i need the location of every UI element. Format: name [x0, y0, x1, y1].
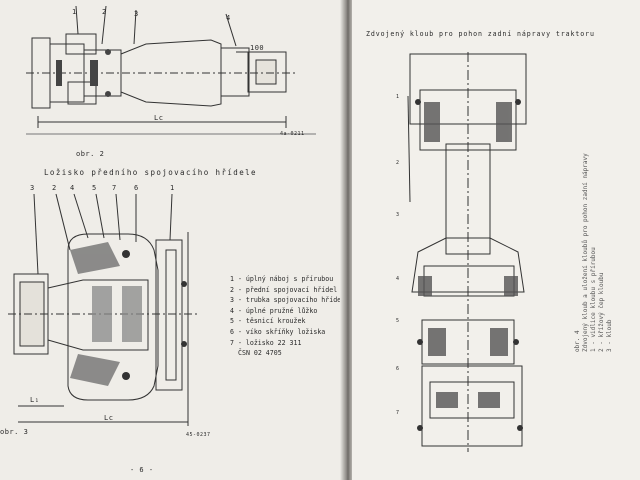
fig3-number-5: 5 — [92, 184, 97, 192]
fig3-dim-lc: Lc — [104, 414, 114, 422]
fig2-caption: obr. 2 — [76, 150, 105, 158]
page-number: - 6 - — [130, 466, 154, 474]
fig2-dim-100: 100 — [250, 44, 265, 52]
fig2-number-4: 4 — [226, 14, 231, 22]
legend-item: ČSN 02 4705 — [238, 349, 282, 358]
rotated-caption-line: 3 - kloub — [606, 319, 613, 352]
fig2-dim-lc: Lc — [154, 114, 164, 122]
legend-item: 1 - úplný náboj s přírubou — [230, 275, 334, 283]
legend-item: 7 - ložisko 22 311 — [230, 338, 302, 347]
fig3-number-1: 1 — [170, 184, 175, 192]
rotated-caption-line: Zdvojený kloub a uložení kloubů pro poho… — [582, 153, 589, 352]
joint-mark-5: 5 — [396, 318, 400, 324]
joint-mark-7: 7 — [396, 410, 400, 416]
right-page-title: Zdvojený kloub pro pohon zadní nápravy t… — [366, 30, 595, 38]
section-title: Ložisko předního spojovacího hřídele — [44, 168, 257, 177]
fig2-code: 4a-0211 — [280, 131, 305, 137]
fig3-number-4: 4 — [70, 184, 75, 192]
rotated-caption: obr. 4 Zdvojený kloub a uložení kloubů p… — [574, 153, 614, 352]
fig2-number-2: 2 — [102, 8, 107, 16]
rotated-caption-line: obr. 4 — [574, 330, 581, 352]
fig3-caption: obr. 3 — [0, 428, 29, 436]
joint-mark-4: 4 — [396, 276, 400, 282]
joint-mark-6: 6 — [396, 366, 400, 372]
fig3-number-6: 6 — [134, 184, 139, 192]
double-joint-drawing — [407, 52, 527, 452]
joint-mark-3: 3 — [396, 212, 400, 218]
bearing-assembly-drawing — [8, 193, 198, 426]
joint-mark-1: 1 — [396, 94, 400, 100]
legend-item: 3 - trubka spojovacího hřídele — [230, 296, 350, 305]
legend-item: 6 - víko skříňky ložiska — [230, 327, 326, 336]
fig2-number-3: 3 — [134, 10, 139, 18]
joint-mark-2: 2 — [396, 160, 400, 166]
legend-item: 5 - těsnicí kroužek — [230, 317, 306, 326]
drive-shaft-drawing — [26, 5, 316, 135]
fig3-code: 45-0237 — [186, 432, 211, 438]
parts-legend: 1 - úplný náboj s přírubou 2 - přední sp… — [230, 274, 349, 359]
fig3-number-3: 3 — [30, 184, 35, 192]
fig3-dim-l1: L₁ — [30, 396, 40, 404]
legend-item: 4 - úplné pružné lůžko — [230, 306, 318, 315]
rotated-caption-line: 1 - vidlice kloubu s přírubou — [590, 247, 597, 352]
fig3-number-7: 7 — [112, 184, 117, 192]
fig2-number-1: 1 — [72, 8, 77, 16]
fig3-number-2: 2 — [52, 184, 57, 192]
rotated-caption-line: 2 - křížový čep kloubu — [598, 272, 605, 352]
legend-item: 2 - přední spojovací hřídel — [230, 285, 338, 294]
